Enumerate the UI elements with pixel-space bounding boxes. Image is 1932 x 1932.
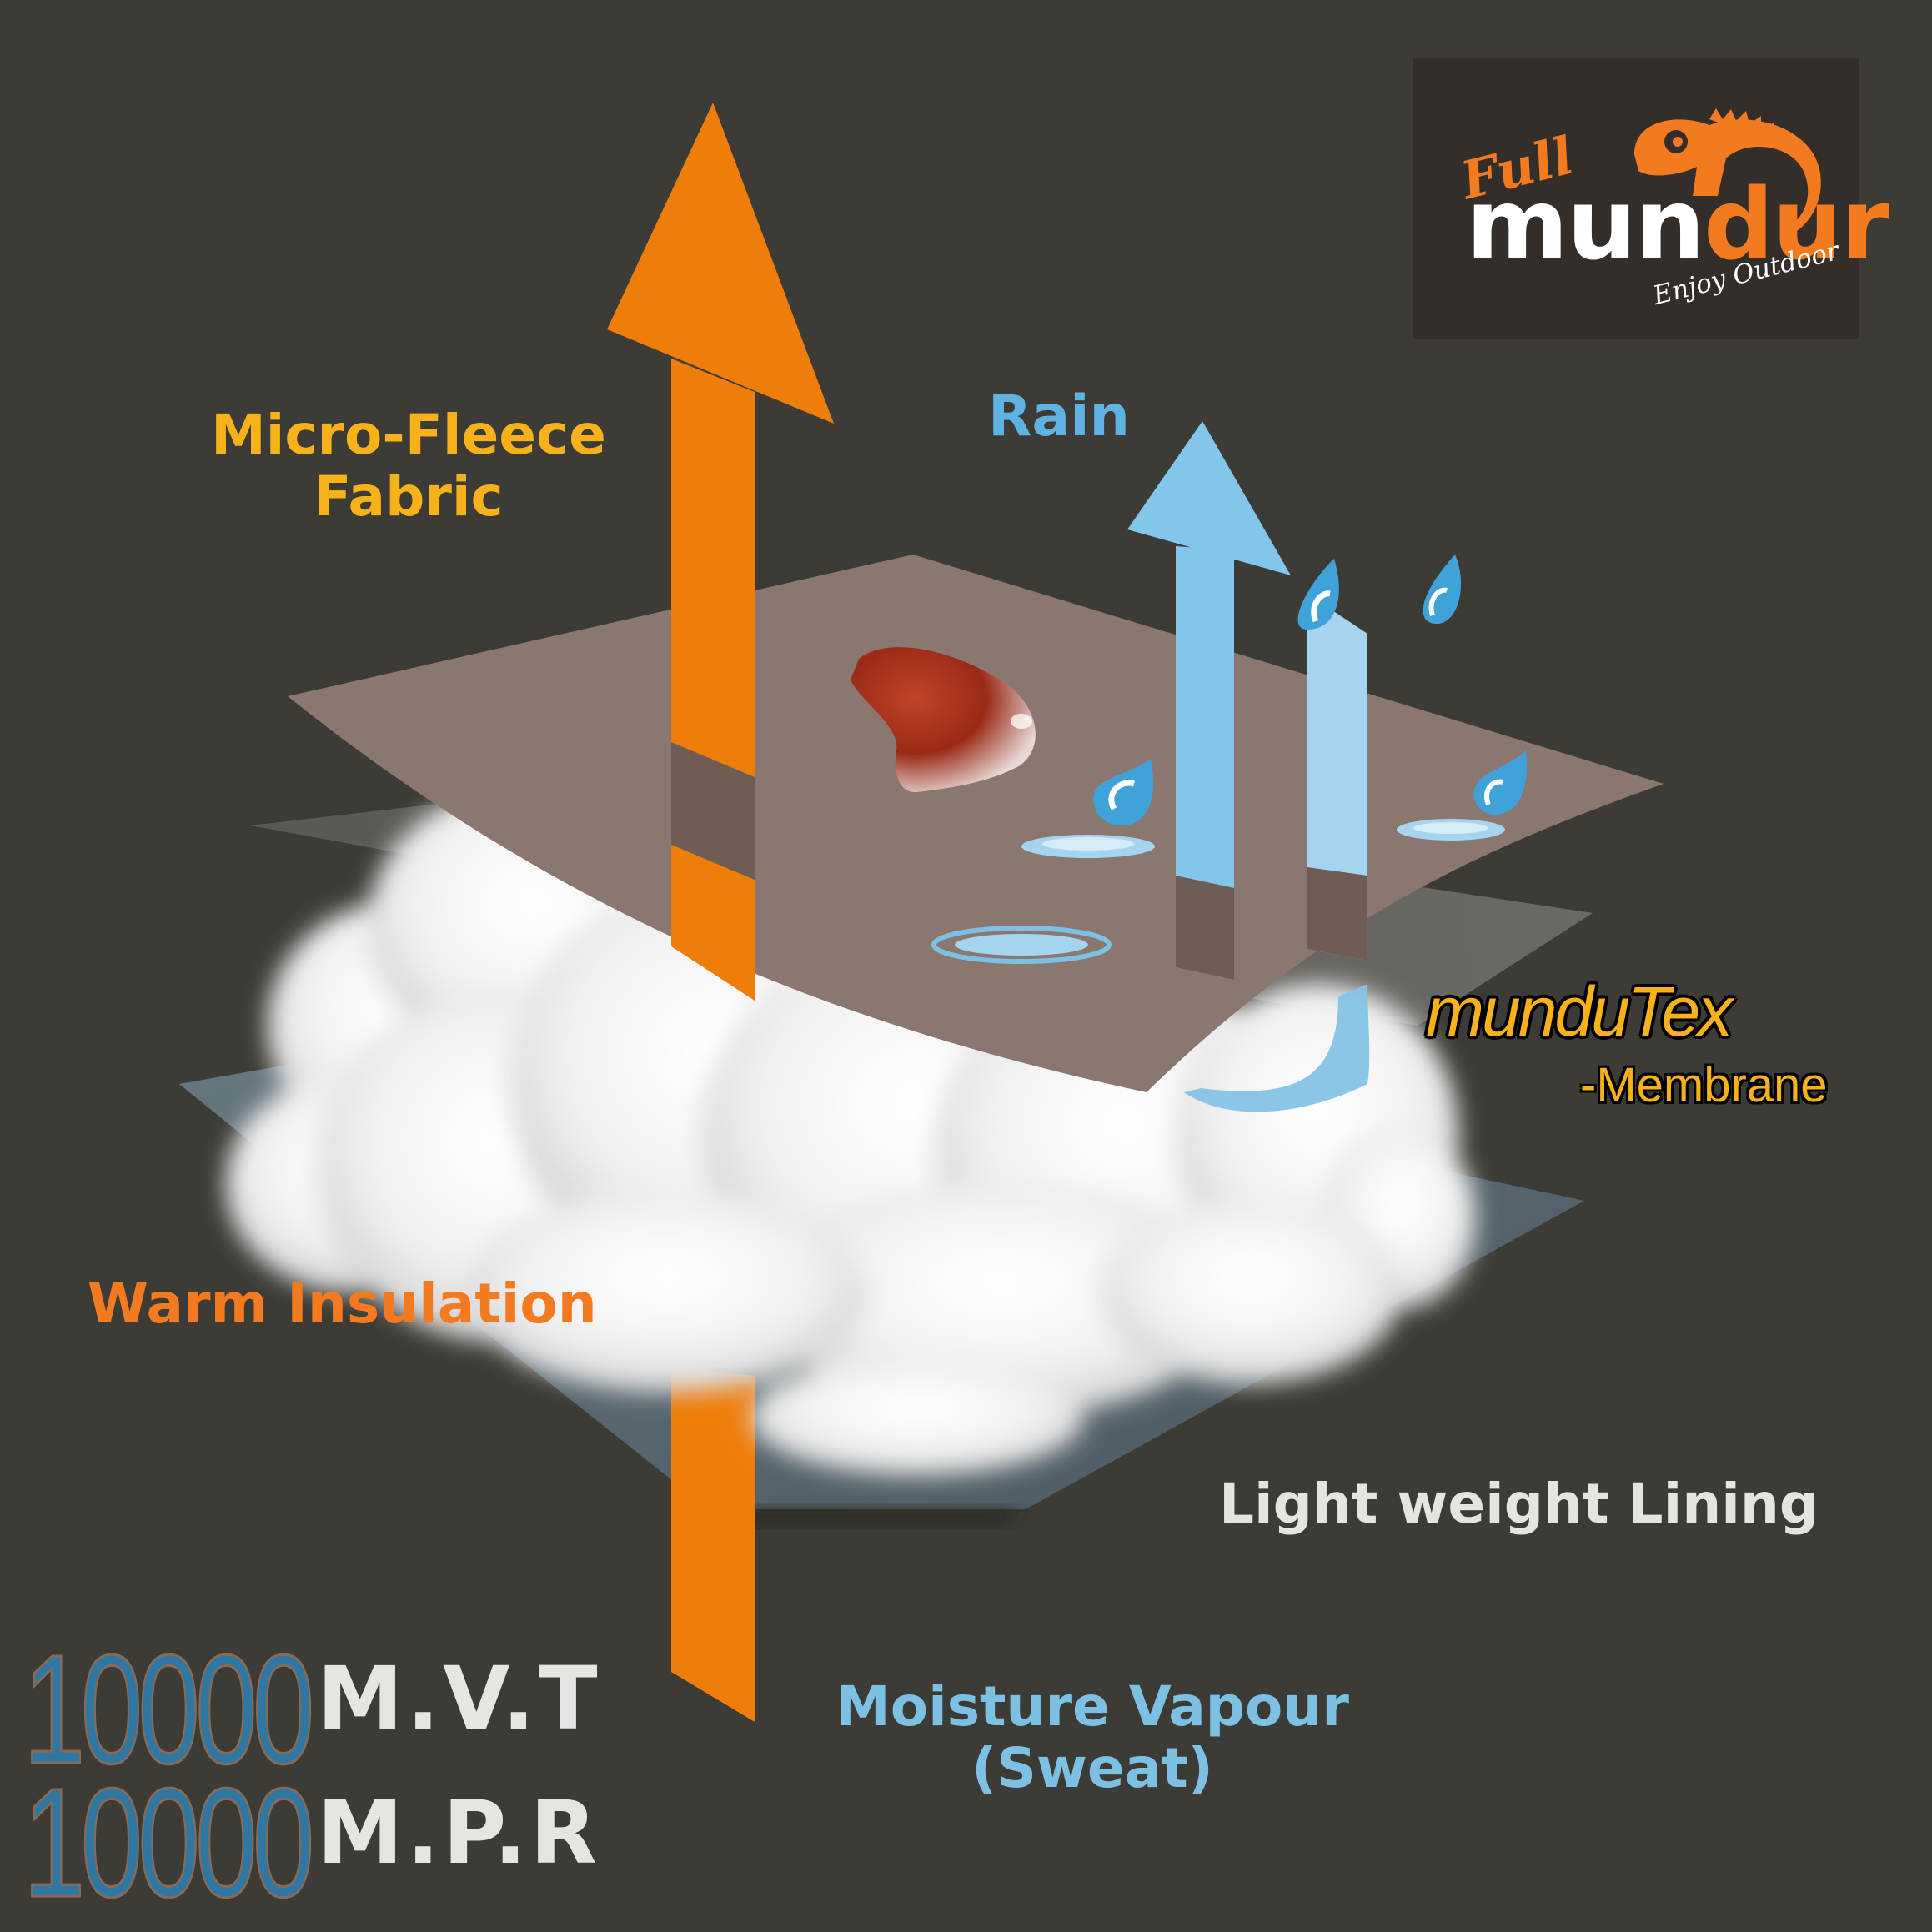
moisture-vapour-label: Moisture Vapour (Sweat) — [800, 1676, 1384, 1799]
rain-arrow-bend — [1184, 984, 1370, 1112]
micro-fleece-line2: Fabric — [314, 464, 504, 529]
mvt-value: 10000 — [23, 1623, 316, 1796]
warm-insulation-label: Warm Insulation — [88, 1272, 597, 1336]
red-droplet — [851, 647, 1036, 793]
rain-label: Rain — [988, 384, 1130, 449]
splash-puddle — [931, 926, 1112, 964]
splash-puddle — [1021, 835, 1155, 858]
mpr-unit: M.P.R — [317, 1782, 600, 1884]
logo-wordmark: mundur — [1466, 167, 1889, 282]
mvt-unit: M.V.T — [317, 1648, 601, 1749]
water-drop-icon — [1297, 559, 1339, 630]
insulation-cloud — [225, 784, 1476, 1476]
chameleon-icon — [1634, 108, 1821, 238]
rain-arrow-small — [1307, 594, 1367, 961]
rain-arrow-large — [1127, 421, 1291, 980]
water-drop-icon — [1093, 759, 1154, 825]
logo-dur-text: dur — [1703, 167, 1889, 282]
splash-puddle — [1397, 819, 1505, 841]
micro-fleece-line1: Micro-Fleece — [211, 403, 606, 467]
moisture-vapour-line1: Moisture Vapour — [836, 1674, 1349, 1739]
lining-shadow — [717, 1508, 1026, 1526]
vapour-arrow-lower — [671, 1367, 755, 1722]
vapour-arrow — [607, 103, 834, 1001]
water-drop-icon — [1473, 750, 1527, 815]
logo-mun-text: mun — [1466, 167, 1705, 282]
brand-logo: Full mundur Enjoy Outdoor — [1413, 58, 1889, 339]
lining-label: Light weight Lining — [1219, 1472, 1819, 1536]
moisture-vapour-line2: (Sweat) — [971, 1736, 1213, 1800]
mpr-value: 10000 — [23, 1757, 316, 1929]
micro-fleece-label: Micro-Fleece Fabric — [200, 404, 617, 528]
mundutex-label: munduTex — [1426, 972, 1733, 1051]
water-drop-icon — [1423, 555, 1462, 625]
membrane-label: -Membrane — [1580, 1058, 1828, 1112]
